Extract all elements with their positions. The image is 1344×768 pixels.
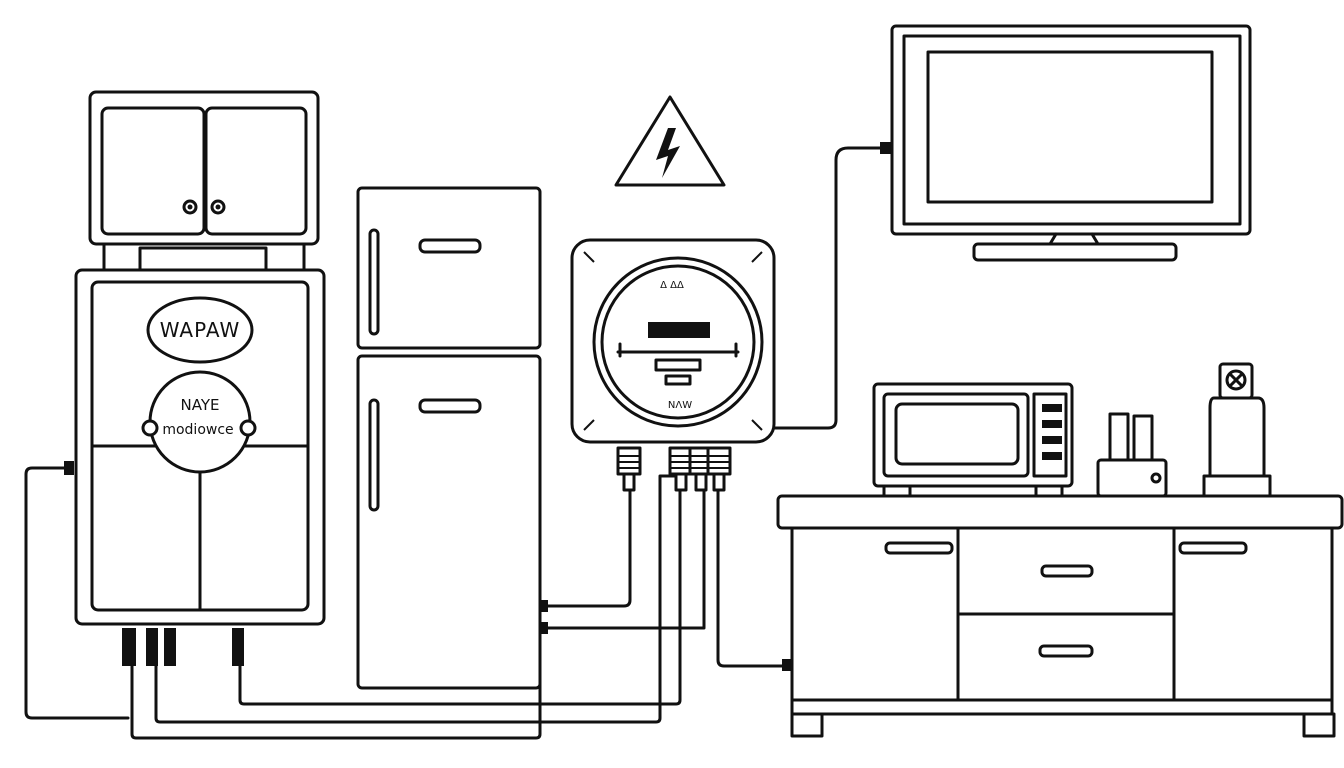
refrigerator [358,188,540,688]
blender [1204,364,1270,496]
plug-left [64,461,74,475]
freezer-handle [370,230,378,334]
badge-mid-text: NAYE [181,396,220,414]
fridge-door [358,356,540,688]
microwave-panel [1034,394,1066,476]
gauge-bolt-left [143,421,157,435]
tv-frame [892,26,1250,234]
wire-boiler-3 [240,488,680,704]
sideboard-body [792,528,1332,714]
utensil-holder [1098,414,1166,496]
television [892,26,1250,260]
high-voltage-warning-icon [616,97,724,185]
handle-right [1180,543,1246,553]
fridge-slot [420,400,480,412]
cabinet-knob-left [184,201,196,213]
gauge-bolt-right [241,421,255,435]
cabinet-door-right [206,108,306,234]
leg-left [792,714,822,736]
plug-tv [880,142,892,154]
blender-base [1204,476,1270,496]
handle-left [886,543,952,553]
sideboard-door-right [1174,528,1332,700]
heater-plug-2 [146,628,158,666]
heater-badge-oval [148,298,252,362]
cabinet-knob-right [212,201,224,213]
wire-cabinet [718,488,784,666]
sideboard [778,496,1342,736]
plug-fridge [540,600,548,612]
wire-fridge [546,488,630,606]
leg-right [1304,714,1334,736]
wiring [26,142,892,738]
meter-face-inner [602,266,754,418]
blender-jar [1210,398,1264,476]
meter-text-top: Δ ΔΔ [660,280,684,291]
microwave-buttons [1042,404,1062,460]
wire-left-loop [26,468,128,718]
tv-screen [928,52,1212,202]
meter-display [648,322,710,338]
wire-boiler-2 [156,476,680,722]
badge-top-text: WAPAW [160,318,241,342]
water-heater-unit: WAPAW NAYE modiowce [76,92,324,666]
microwave-body [874,384,1072,486]
microwave-window [896,404,1018,464]
freezer-door [358,188,540,348]
microwave [874,384,1072,496]
freezer-slot [420,240,480,252]
electricity-meter: Δ ΔΔ ΝΛW [572,240,774,490]
holder-box [1098,460,1166,496]
fridge-handle [370,400,378,510]
wire-tv [774,148,884,428]
handle-drawer-2 [1040,646,1092,656]
heater-plug-1 [122,628,136,666]
plug-fridge-2 [540,622,548,634]
meter-text-bottom: ΝΛW [668,400,692,411]
meter-counter [656,360,700,370]
handle-drawer-1 [1042,566,1092,576]
heater-plug-4 [232,628,244,666]
heater-plug-3 [164,628,176,666]
badge-bottom-text: modiowce [162,422,233,438]
cabinet-door-left [102,108,204,234]
meter-face-outer [594,258,762,426]
plug-cabinet [782,659,792,671]
wire-boiler-1 [132,488,704,738]
sideboard-top [778,496,1342,528]
tv-stand [974,244,1176,260]
